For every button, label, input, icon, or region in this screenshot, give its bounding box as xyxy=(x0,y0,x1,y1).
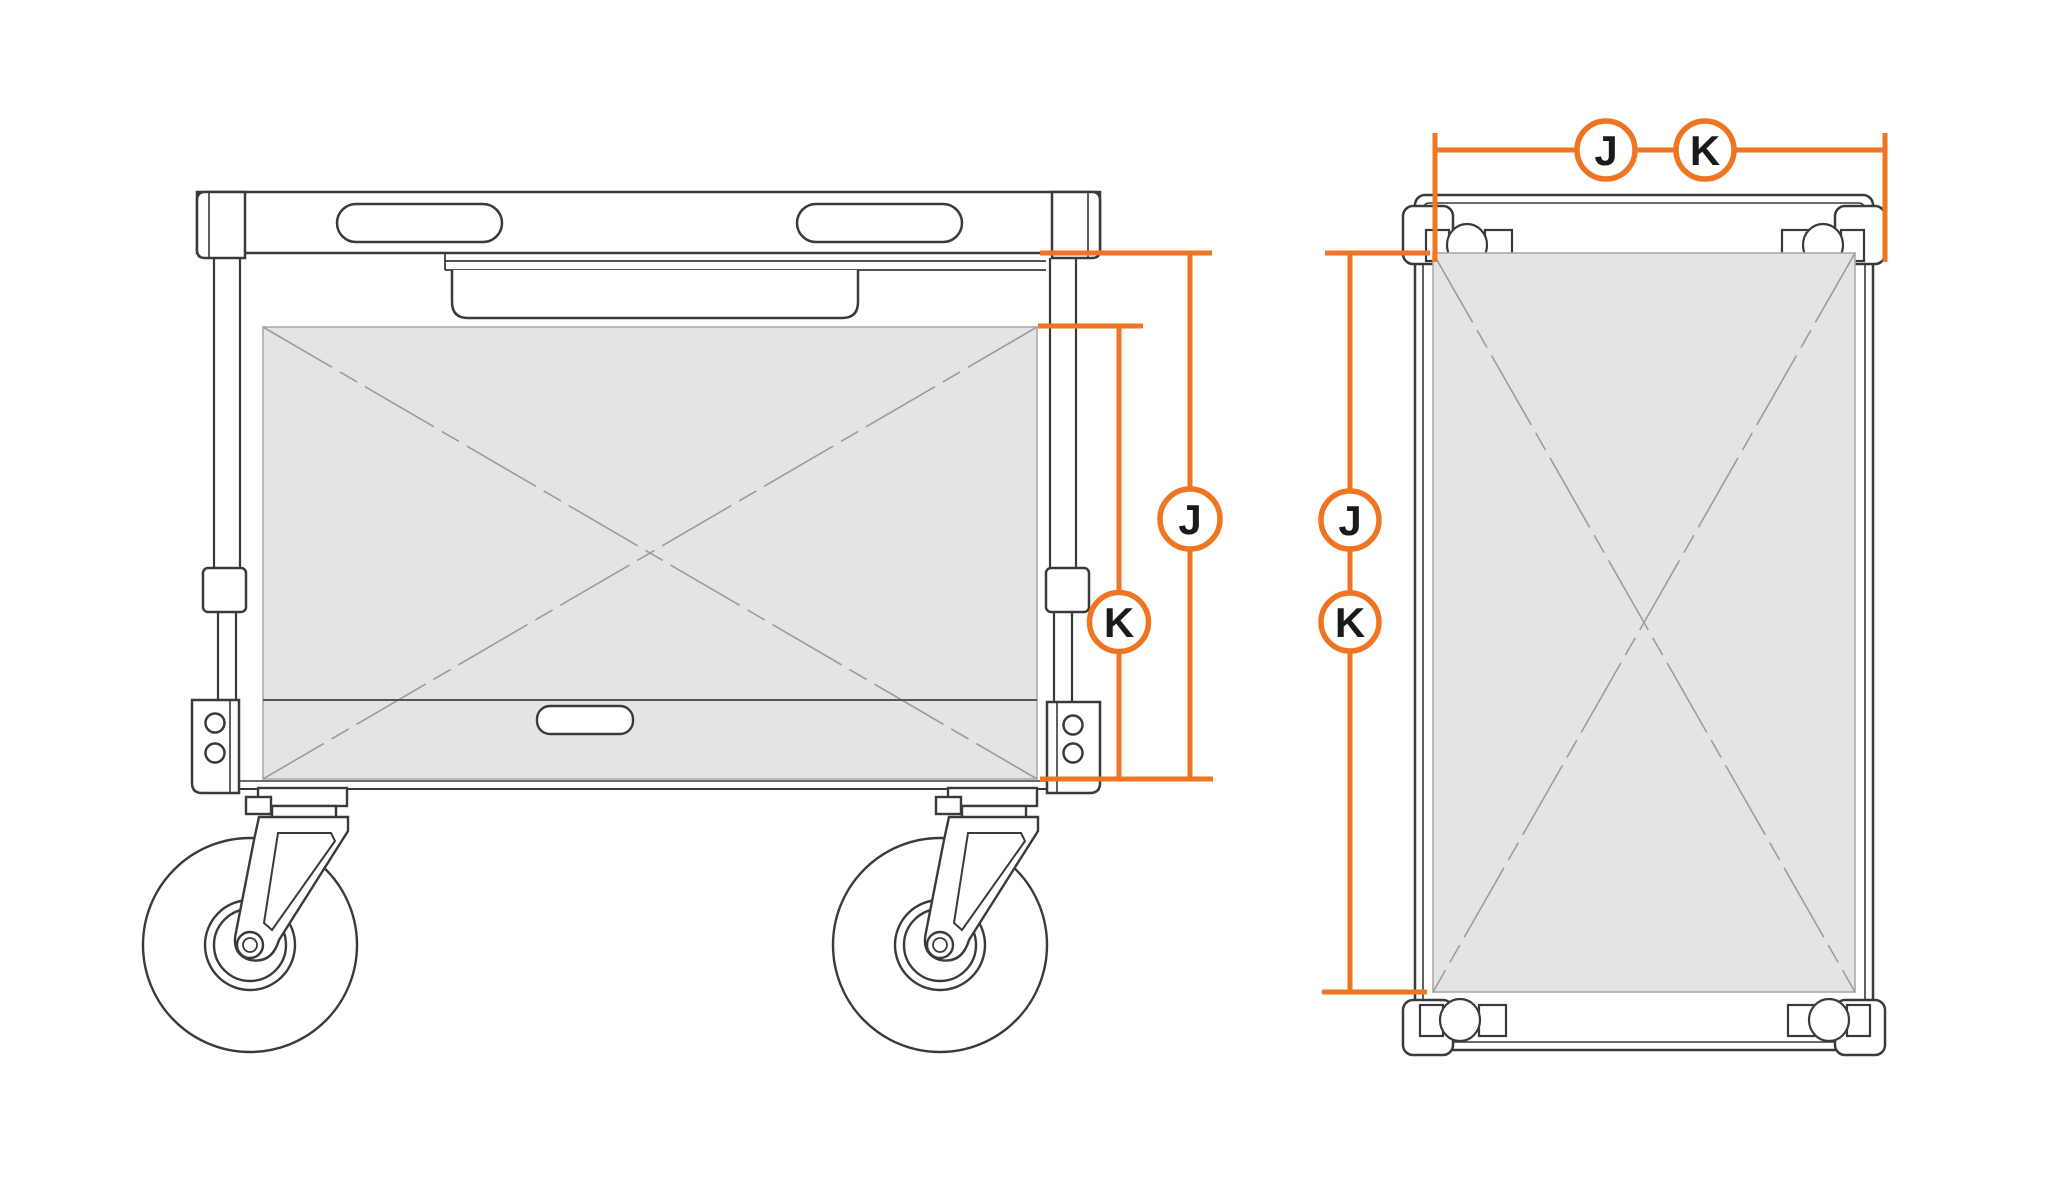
side-panel xyxy=(262,326,1038,780)
side-right-bracket xyxy=(1045,700,1102,795)
side-dim-label-j: J xyxy=(1178,496,1201,543)
front-caster-brake-tab xyxy=(244,795,273,816)
side-top-bar-left-cap xyxy=(195,190,247,260)
top-view-dimensions xyxy=(1318,118,1888,995)
side-right-bracket-hole-2 xyxy=(1062,742,1084,764)
side-left-bracket-hole-1 xyxy=(204,712,226,734)
side-view xyxy=(141,190,1102,1054)
side-left-bracket xyxy=(190,698,241,795)
top-dim-width-label-j: J xyxy=(1594,127,1617,174)
side-view-dimensions xyxy=(1038,250,1223,782)
top-panel-diagonal-2 xyxy=(1432,252,1856,993)
top-dim-depth-bubble-k xyxy=(1318,590,1382,654)
rear-caster-wheel xyxy=(831,786,1049,1054)
side-top-bar-slot-left xyxy=(335,202,504,244)
side-left-leg xyxy=(201,258,248,702)
top-panel xyxy=(1432,252,1856,993)
side-dim-label-k: K xyxy=(1104,599,1134,646)
top-dim-depth-bubble-j xyxy=(1318,488,1382,552)
side-panel-handle-slot xyxy=(535,704,635,736)
side-left-leg-clamp xyxy=(201,566,248,614)
rear-caster-fork-cutout xyxy=(952,832,1027,932)
front-caster-wheel xyxy=(141,786,359,1054)
top-dim-depth-label-j: J xyxy=(1338,497,1361,544)
rear-caster-brake-tab xyxy=(934,795,963,816)
top-caster-br-wheel xyxy=(1807,997,1851,1043)
top-dim-depth-label-k: K xyxy=(1335,599,1365,646)
side-right-leg-clamp xyxy=(1044,566,1091,614)
top-caster-br xyxy=(1786,997,1872,1043)
side-dim-bubble-k xyxy=(1086,589,1152,655)
top-dim-width-bubble-k xyxy=(1673,118,1737,182)
top-view xyxy=(1401,193,1887,1057)
side-handle-rail xyxy=(444,253,1046,271)
side-left-bracket-hole-2 xyxy=(204,742,226,764)
front-caster-fork-cutout xyxy=(262,832,337,932)
side-right-bracket-hole-1 xyxy=(1062,714,1084,736)
top-frame-inner xyxy=(1422,202,1866,1043)
side-top-bar xyxy=(195,190,1102,255)
side-right-leg xyxy=(1044,258,1091,704)
side-top-bar-right-cap xyxy=(1050,190,1102,260)
side-push-handle xyxy=(450,270,860,320)
side-dim-bubble-j xyxy=(1157,486,1223,552)
side-panel-diagonal-2 xyxy=(262,326,1038,780)
top-caster-bl-wheel xyxy=(1438,997,1482,1043)
top-dim-width-bubble-j xyxy=(1574,118,1638,182)
side-top-bar-slot-right xyxy=(795,202,964,244)
top-caster-bl xyxy=(1418,997,1508,1043)
top-dim-width-label-k: K xyxy=(1690,127,1720,174)
